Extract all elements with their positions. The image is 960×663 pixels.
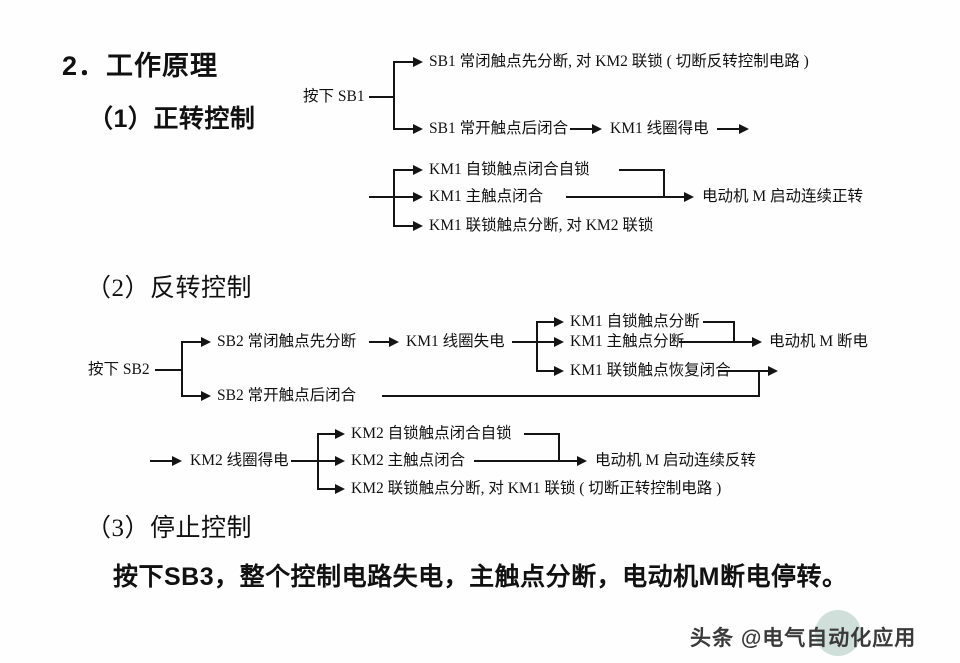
connector-stem-sb2 — [155, 369, 183, 371]
arrow-right-icon — [554, 337, 564, 347]
flow-node-sb2-no: SB2 常开触点后闭合 — [217, 387, 357, 404]
connector-branch-rel-r3 — [536, 370, 556, 372]
flow-node-km1-interlock-reclose: KM1 联锁触点恢复闭合 — [570, 362, 731, 379]
connector-merge-rel-top — [703, 321, 735, 323]
page-title: 2．工作原理 — [62, 44, 218, 83]
flow-node-source-sb2: 按下 SB2 — [88, 361, 150, 378]
connector-merge-top — [619, 169, 665, 171]
flow-node-forward-outcome: 电动机 M 启动连续正转 — [702, 188, 864, 205]
flow-node-km1-coil-release: KM1 线圈失电 — [406, 333, 505, 350]
flow-node-km2-interlock: KM2 联锁触点分断, 对 KM1 联锁 ( 切断正转控制电路 ) — [351, 480, 722, 497]
flow-node-km1-selfhold-open: KM1 自锁触点分断 — [570, 313, 700, 330]
connector-branch-rel-r1 — [536, 321, 556, 323]
connector-branch-km2-r1 — [317, 433, 337, 435]
stop-control-statement: 按下SB3，整个控制电路失电，主触点分断，电动机M断电停转。 — [113, 563, 848, 591]
flow-node-km1-coil: KM1 线圈得电 — [610, 120, 709, 137]
connector-merge-rel-run — [679, 341, 754, 343]
connector-no-riser — [758, 370, 760, 397]
arrow-right-icon — [554, 317, 564, 327]
connector-branch-rel-r2 — [536, 341, 556, 343]
connector-merge-drop — [663, 169, 665, 197]
connector-branch-km2-r2 — [317, 460, 337, 462]
arrow-right-icon — [554, 366, 564, 376]
watermark-text: 头条 @电气自动化应用 — [690, 627, 917, 650]
subsection-heading-reverse: （2）反转控制 — [86, 275, 253, 302]
connector-stem-km2-results — [291, 460, 319, 462]
connector-branch-sb2-no — [181, 395, 203, 397]
connector-stem-km1-results — [369, 196, 395, 198]
connector-nc-to-release — [369, 341, 391, 343]
watermark-logo-icon — [815, 610, 861, 656]
arrow-right-icon — [201, 391, 211, 401]
connector-merge-km2-drop — [558, 433, 560, 461]
flow-node-sb1-nc: SB1 常闭触点先分断, 对 KM2 联锁 ( 切断反转控制电路 ) — [429, 53, 809, 70]
flow-node-km1-interlock: KM1 联锁触点分断, 对 KM2 联锁 — [429, 217, 654, 234]
flow-node-km1-main: KM1 主触点闭合 — [429, 188, 544, 205]
connector-rel3-tail — [718, 370, 770, 372]
subsection-heading-forward: （1）正转控制 — [88, 105, 256, 133]
connector-branch-sb2-nc — [181, 341, 203, 343]
subsection-heading-stop: （3）停止控制 — [86, 515, 253, 542]
connector-branch-km1-r1 — [393, 169, 415, 171]
arrow-right-icon — [413, 124, 423, 134]
arrow-right-icon — [739, 124, 749, 134]
connector-branch-km2-r3 — [317, 488, 337, 490]
arrow-right-icon — [752, 337, 762, 347]
arrow-right-icon — [335, 484, 345, 494]
arrow-right-icon — [335, 429, 345, 439]
connector-spine-sb1 — [393, 62, 395, 130]
flow-node-km2-selfhold: KM2 自锁触点闭合自锁 — [351, 425, 512, 442]
connector-coil-continue — [717, 128, 741, 130]
arrow-right-icon — [684, 192, 694, 202]
flow-node-sb2-nc: SB2 常闭触点先分断 — [217, 333, 357, 350]
connector-no-to-coil — [570, 128, 594, 130]
flow-node-km2-main: KM2 主触点闭合 — [351, 452, 466, 469]
connector-merge-rel-drop — [733, 321, 735, 342]
watermark: 头条 @电气自动化应用 — [690, 610, 950, 656]
connector-spine-km1-release — [536, 322, 538, 371]
connector-spine-km1-results — [393, 170, 395, 226]
connector-no-long-run — [382, 395, 760, 397]
connector-stem-sb1 — [369, 96, 395, 98]
connector-branch-sb1-top — [393, 61, 415, 63]
arrow-right-icon — [413, 165, 423, 175]
connector-merge-km2-run — [474, 460, 579, 462]
forward-control-diagram: 按下 SB1 SB1 常闭触点先分断, 对 KM2 联锁 ( 切断反转控制电路 … — [0, 0, 960, 250]
connector-stem-km1-release — [512, 341, 538, 343]
section-title: 工作原理 — [106, 51, 219, 81]
connector-branch-km1-r3 — [393, 225, 415, 227]
arrow-right-icon — [389, 337, 399, 347]
flow-node-source-sb1: 按下 SB1 — [303, 88, 365, 105]
arrow-right-icon — [201, 337, 211, 347]
arrow-right-icon — [592, 124, 602, 134]
arrow-right-icon — [172, 456, 182, 466]
arrow-right-icon — [335, 456, 345, 466]
connector-into-km2-coil — [150, 460, 174, 462]
flow-node-km2-coil: KM2 线圈得电 — [190, 452, 289, 469]
flow-node-km1-main-open: KM1 主触点分断 — [570, 333, 685, 350]
connector-branch-km1-r2 — [393, 196, 415, 198]
flow-node-motor-off: 电动机 M 断电 — [769, 333, 869, 350]
section-number: 2． — [62, 51, 107, 81]
flow-node-km1-selfhold: KM1 自锁触点闭合自锁 — [429, 161, 590, 178]
connector-spine-sb2 — [181, 342, 183, 396]
arrow-right-icon — [413, 221, 423, 231]
connector-branch-sb1-bottom — [393, 128, 415, 130]
connector-merge-km2-top — [524, 433, 560, 435]
arrow-right-icon — [577, 456, 587, 466]
flow-node-motor-reverse: 电动机 M 启动连续反转 — [595, 452, 757, 469]
connector-merge-run — [566, 196, 686, 198]
arrow-right-icon — [413, 192, 423, 202]
flow-node-sb1-no: SB1 常开触点后闭合 — [429, 120, 569, 137]
arrow-right-icon — [413, 57, 423, 67]
reverse-control-diagram: 按下 SB2 SB2 常闭触点先分断 KM1 线圈失电 KM1 自锁触点分断 K… — [88, 313, 869, 497]
arrow-right-icon — [768, 366, 778, 376]
